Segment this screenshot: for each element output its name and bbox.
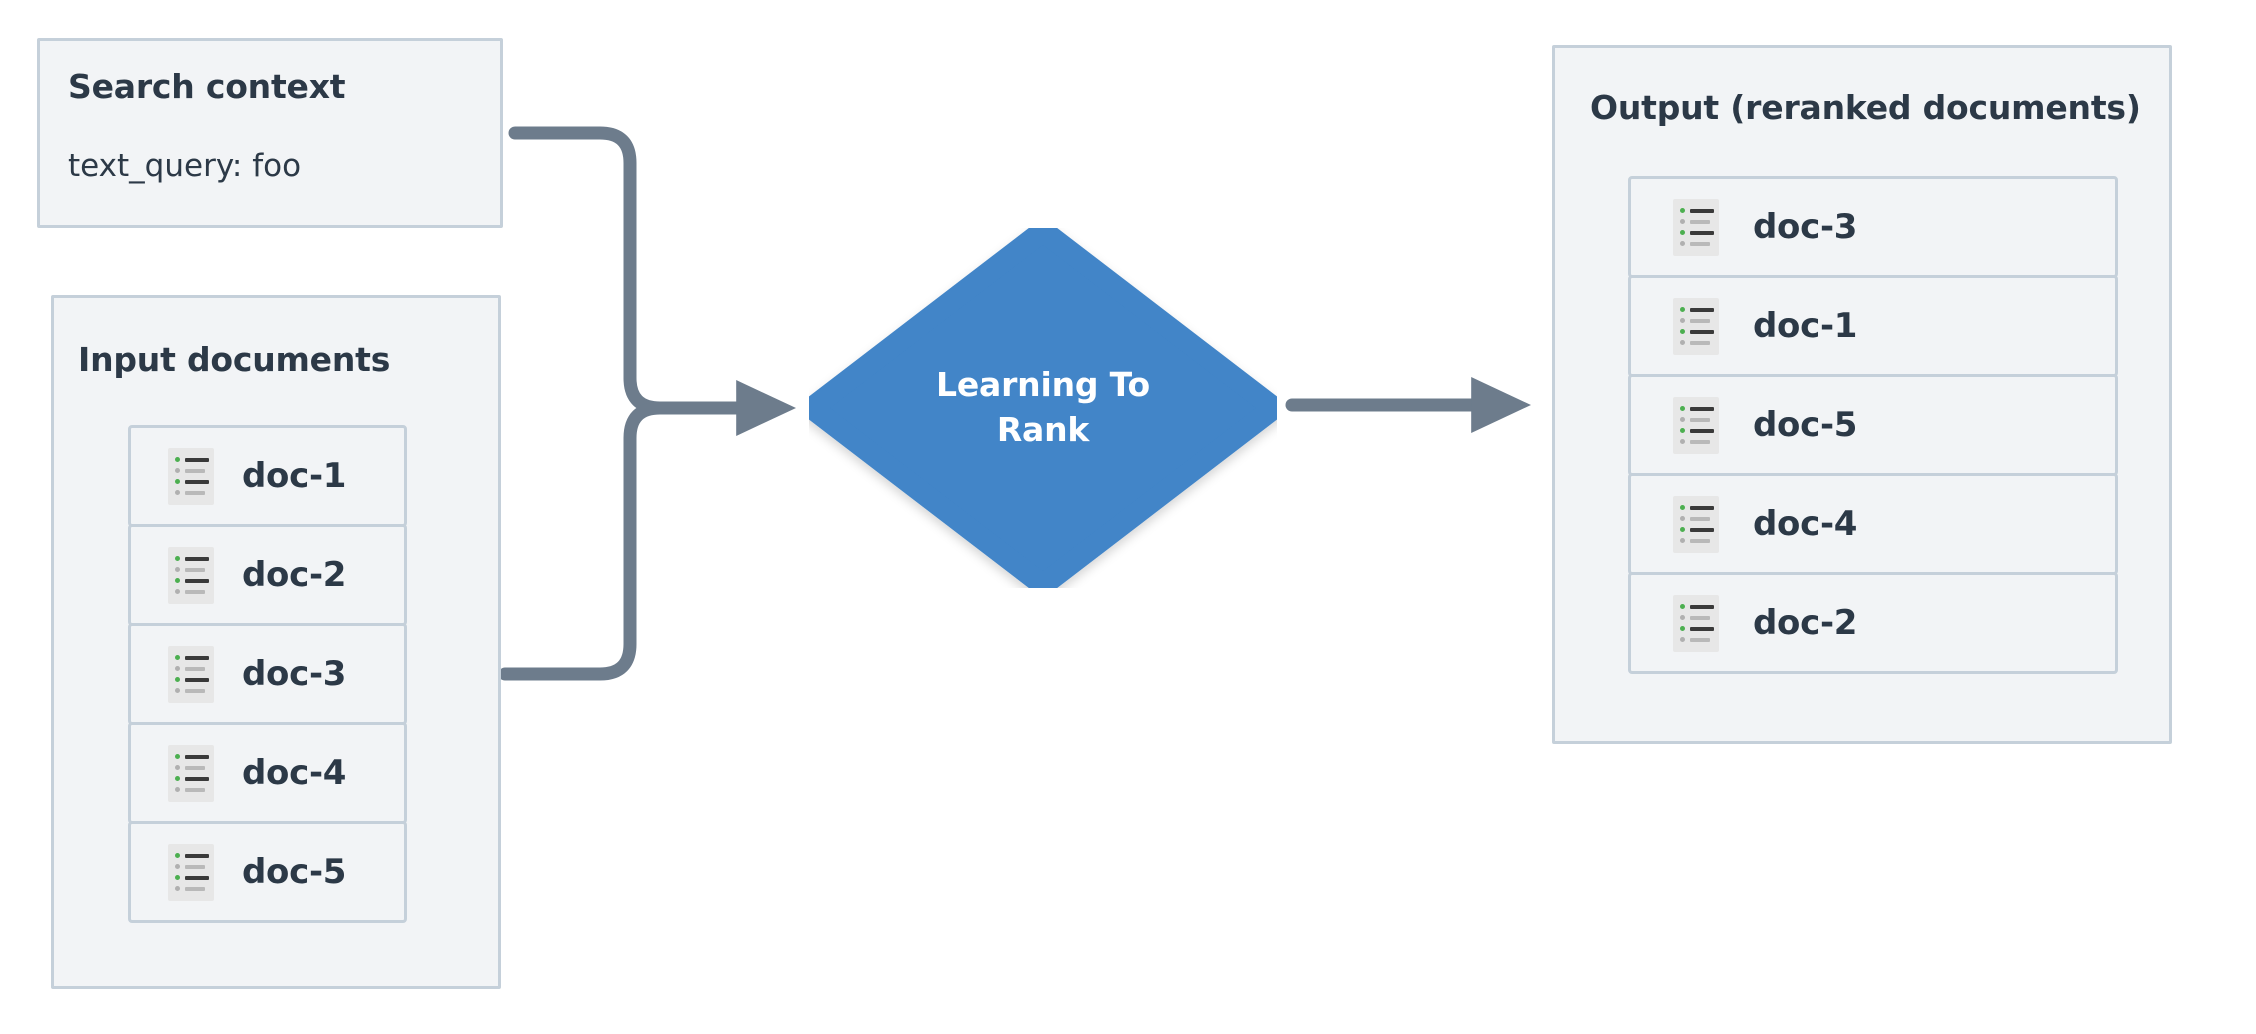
search-context-title: Search context	[68, 67, 346, 106]
output-doc-card-1[interactable]: doc-3	[1628, 176, 2118, 278]
input-document-list: doc-1 doc-2 doc-3	[128, 425, 407, 923]
document-list-icon	[168, 546, 214, 604]
output-doc-card-5[interactable]: doc-2	[1628, 572, 2118, 674]
input-doc-card-4[interactable]: doc-4	[128, 722, 407, 824]
diamond-shape	[809, 228, 1277, 588]
document-list-icon	[168, 744, 214, 802]
output-doc-label: doc-4	[1753, 504, 1858, 544]
input-doc-label: doc-4	[242, 753, 347, 793]
search-context-query-text: text_query: foo	[68, 148, 302, 184]
input-doc-label: doc-2	[242, 555, 347, 595]
input-doc-card-5[interactable]: doc-5	[128, 821, 407, 923]
connector-search-context-to-process	[508, 126, 667, 415]
input-doc-card-2[interactable]: doc-2	[128, 524, 407, 626]
output-doc-label: doc-1	[1753, 306, 1858, 346]
document-list-icon	[1673, 594, 1719, 652]
output-doc-card-4[interactable]: doc-4	[1628, 473, 2118, 575]
document-list-icon	[168, 645, 214, 703]
input-doc-card-1[interactable]: doc-1	[128, 425, 407, 527]
output-doc-label: doc-2	[1753, 603, 1858, 643]
document-list-icon	[1673, 297, 1719, 355]
document-list-icon	[1673, 396, 1719, 454]
learning-to-rank-process-node[interactable]: Learning To Rank	[809, 228, 1277, 588]
document-list-icon	[168, 843, 214, 901]
document-list-icon	[168, 447, 214, 505]
output-doc-card-2[interactable]: doc-1	[1628, 275, 2118, 377]
input-documents-title: Input documents	[78, 340, 391, 379]
output-doc-label: doc-3	[1753, 207, 1858, 247]
input-doc-label: doc-1	[242, 456, 347, 496]
document-list-icon	[1673, 198, 1719, 256]
input-doc-label: doc-5	[242, 852, 347, 892]
input-doc-card-3[interactable]: doc-3	[128, 623, 407, 725]
output-doc-card-3[interactable]: doc-5	[1628, 374, 2118, 476]
output-doc-label: doc-5	[1753, 405, 1858, 445]
input-doc-label: doc-3	[242, 654, 347, 694]
search-context-panel	[37, 38, 503, 228]
document-list-icon	[1673, 495, 1719, 553]
output-panel-title: Output (reranked documents)	[1590, 88, 2141, 127]
connector-input-documents-to-process	[498, 401, 667, 681]
output-document-list: doc-3 doc-1 doc-5	[1628, 176, 2118, 674]
